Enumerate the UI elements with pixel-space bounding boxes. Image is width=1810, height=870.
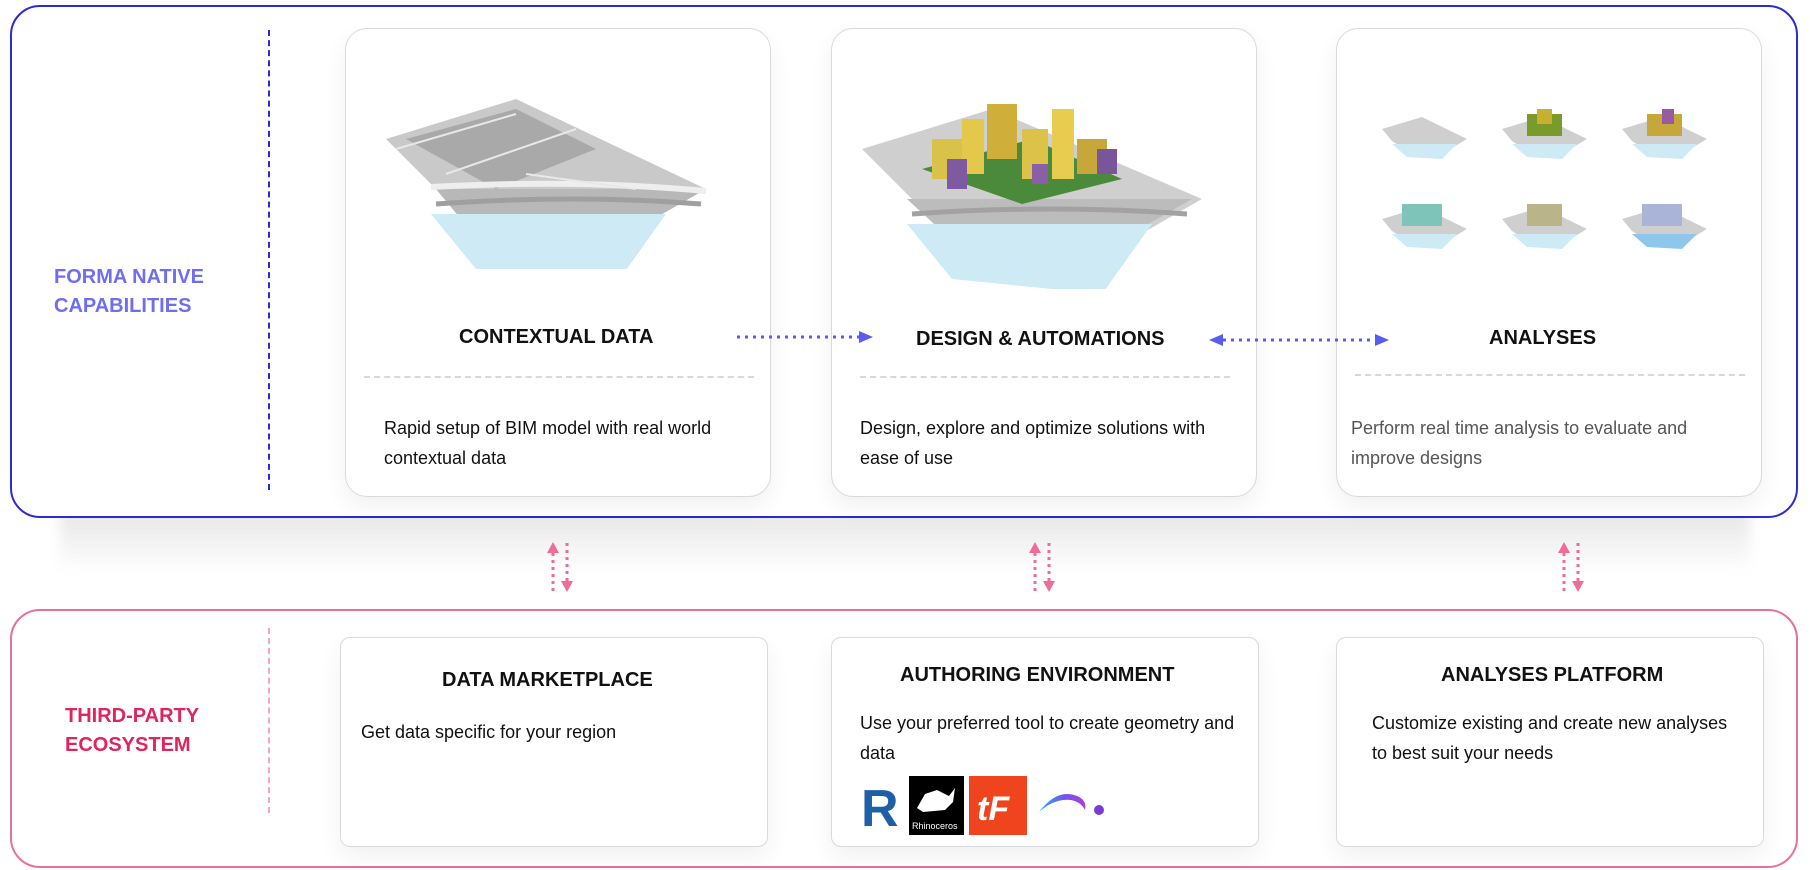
svg-text:tF: tF [977,790,1010,828]
arrow-vertical-1 [547,542,573,592]
authoring-environment-card[interactable]: AUTHORING ENVIRONMENT Use your preferred… [831,637,1259,847]
card-title: DATA MARKETPLACE [442,669,653,691]
card-description: Perform real time analysis to evaluate a… [1351,418,1688,468]
design-automations-card[interactable]: DESIGN & AUTOMATIONS Design, explore and… [831,28,1257,497]
card-title: DESIGN & AUTOMATIONS [916,328,1165,350]
contextual-data-card[interactable]: CONTEXTUAL DATA Rapid setup of BIM model… [345,28,771,497]
card-separator [364,376,754,378]
data-marketplace-card[interactable]: DATA MARKETPLACE Get data specific for y… [340,637,768,847]
forma-swoosh-logo-icon [1039,794,1104,815]
site-context-illustration [386,99,707,269]
testfit-logo-icon: tF [969,776,1027,835]
revit-logo-icon: R [861,780,899,834]
arrow-design-analyses [1209,334,1389,346]
card-description: Rapid setup of BIM model with real world… [384,418,712,468]
card-description: Design, explore and optimize solutions w… [860,418,1206,468]
arrow-vertical-2 [1029,542,1055,592]
design-model-illustration [862,104,1202,289]
analyses-platform-card[interactable]: ANALYSES PLATFORM Customize existing and… [1336,637,1764,847]
forma-native-label: FORMA NATIVE CAPABILITIES [54,266,204,317]
svg-text:R: R [861,780,899,834]
rhino-logo-icon: Rhinoceros [909,776,964,835]
card-description: Customize existing and create new analys… [1372,713,1728,763]
card-title: CONTEXTUAL DATA [459,326,654,348]
third-party-label: THIRD-PARTY ECOSYSTEM [65,705,200,756]
card-description: Use your preferred tool to create geomet… [860,713,1235,763]
divider-line [268,30,270,490]
card-separator [1355,374,1745,376]
analyses-card[interactable]: ANALYSES Perform real time analysis to e… [1336,28,1762,497]
divider-line [268,628,270,813]
card-description: Get data specific for your region [361,722,617,742]
card-separator [860,376,1230,378]
arrow-vertical-3 [1558,542,1584,592]
card-title: AUTHORING ENVIRONMENT [900,664,1175,686]
analysis-thumbnails [1382,109,1707,249]
panel-shadow [60,512,1750,572]
card-title: ANALYSES PLATFORM [1441,664,1664,686]
svg-text:Rhinoceros: Rhinoceros [912,821,958,831]
card-title: ANALYSES [1489,327,1597,349]
arrow-context-to-design [737,331,873,343]
